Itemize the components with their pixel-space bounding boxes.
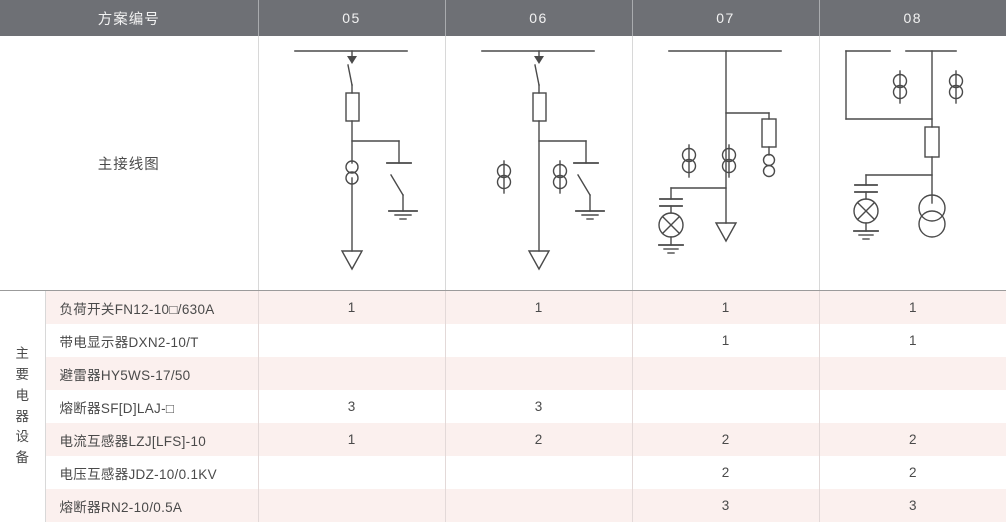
diagram-row-label-text: 主接线图: [97, 156, 160, 173]
diagram-row-label: 主接线图: [0, 36, 259, 291]
row-value: [258, 324, 446, 357]
row-value: 3: [819, 489, 1006, 522]
row-value: [258, 489, 446, 522]
row-value: 1: [632, 324, 820, 357]
group-label-main-electrical-equipment: 主要电器设备: [0, 290, 46, 522]
row-label: 避雷器HY5WS-17/50: [45, 357, 259, 390]
scheme-07-single-line-diagram: [657, 50, 782, 254]
fuse: [344, 92, 360, 122]
table-row: 熔断器RN2-10/0.5A 3 3: [0, 489, 1006, 522]
row-value: [258, 357, 446, 390]
fuse: [924, 126, 940, 158]
fuse: [531, 92, 547, 122]
current-transformer: [344, 160, 359, 174]
group-label-char-1: 要: [15, 366, 30, 382]
row-value: 1: [445, 290, 633, 324]
header-column-08: 08: [819, 0, 1006, 36]
cable-outgoing-arrow: [714, 222, 737, 243]
table-row: 带电显示器DXN2-10/T 1 1: [0, 324, 1006, 357]
row-value: 3: [445, 390, 633, 423]
header-column-05: 05: [258, 0, 446, 36]
row-label: 熔断器SF[D]LAJ-□: [45, 390, 259, 423]
table-row: 避雷器HY5WS-17/50: [0, 357, 1006, 390]
group-label-char-3: 器: [15, 408, 30, 424]
table-row: 电流互感器LZJ[LFS]-10 1 2 2 2: [0, 423, 1006, 456]
row-value: [445, 489, 633, 522]
load-break-switch-blade: [346, 64, 353, 86]
row-value: 2: [819, 456, 1006, 489]
diagram-cell-07: [632, 36, 820, 291]
table-row: 主要电器设备 负荷开关FN12-10□/630A 1 1 1 1: [0, 290, 1006, 522]
group-label-char-5: 备: [15, 450, 30, 466]
row-value: 2: [632, 456, 820, 489]
row-value: [258, 456, 446, 489]
table-row: 电压互感器JDZ-10/0.1KV 2 2: [0, 456, 1006, 489]
table-row: 熔断器SF[D]LAJ-□ 3 3: [0, 390, 1006, 423]
header-column-06: 06: [445, 0, 633, 36]
row-value: 2: [445, 423, 633, 456]
row-value: 2: [632, 423, 820, 456]
row-label: 带电显示器DXN2-10/T: [45, 324, 259, 357]
switch-contact: [346, 56, 357, 64]
row-value: 1: [819, 324, 1006, 357]
row-value: 1: [258, 290, 446, 324]
row-value: 3: [258, 390, 446, 423]
scheme-05-single-line-diagram: [293, 50, 418, 271]
scheme-06-single-line-diagram: [480, 50, 605, 271]
row-label: 负荷开关FN12-10□/630A: [45, 290, 259, 324]
group-label-char-0: 主: [15, 345, 30, 361]
header-scheme-number: 方案编号: [0, 0, 259, 36]
cable-outgoing-arrow: [527, 250, 550, 271]
row-value: 1: [258, 423, 446, 456]
row-value: [632, 357, 820, 390]
diagram-cell-08: [819, 36, 1006, 291]
row-value: 3: [632, 489, 820, 522]
cable-outgoing-arrow: [340, 250, 363, 271]
row-value: 1: [819, 290, 1006, 324]
scheme-08-single-line-diagram: [844, 50, 963, 240]
diagram-row: 主接线图: [0, 36, 1006, 291]
row-value: [445, 456, 633, 489]
header-column-07: 07: [632, 0, 820, 36]
row-value: [632, 390, 820, 423]
diagram-cell-05: [258, 36, 446, 291]
row-value: [819, 357, 1006, 390]
load-break-switch-blade: [533, 64, 540, 86]
row-label: 电流互感器LZJ[LFS]-10: [45, 423, 259, 456]
group-label-char-4: 设: [15, 429, 30, 445]
earthing-switch-blade: [389, 174, 404, 196]
row-value: 1: [632, 290, 820, 324]
row-value: 2: [819, 423, 1006, 456]
switch-contact: [533, 56, 544, 64]
row-value: [445, 324, 633, 357]
row-label: 熔断器RN2-10/0.5A: [45, 489, 259, 522]
row-value: [819, 390, 1006, 423]
row-value: [445, 357, 633, 390]
earthing-switch-blade: [576, 174, 591, 196]
diagram-cell-06: [445, 36, 633, 291]
voltage-transformer-coil: [762, 153, 775, 167]
row-label: 电压互感器JDZ-10/0.1KV: [45, 456, 259, 489]
group-label-char-2: 电: [15, 387, 30, 403]
table-header-row: 方案编号 05 06 07 08: [0, 0, 1006, 36]
power-transformer: [918, 194, 946, 222]
fuse: [760, 118, 777, 148]
